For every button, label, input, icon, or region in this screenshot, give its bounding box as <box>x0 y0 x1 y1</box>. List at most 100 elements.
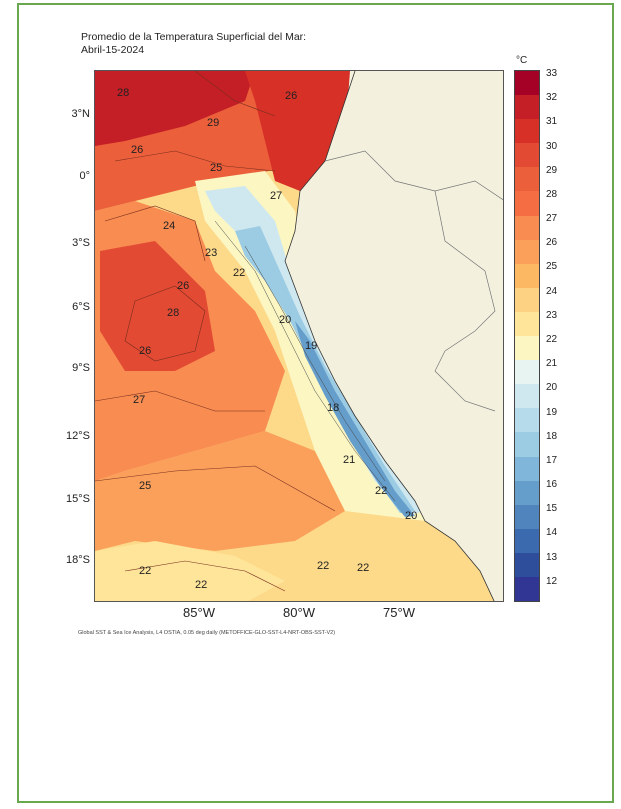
contour-label: 23 <box>205 247 217 259</box>
title-line-1: Promedio de la Temperatura Superficial d… <box>81 31 307 43</box>
colorbar-swatch <box>515 311 539 337</box>
colorbar-swatch <box>515 239 539 264</box>
coastline <box>284 71 495 601</box>
contour-line-28 <box>194 71 276 117</box>
colorbar-swatch <box>515 119 539 144</box>
colorbar-tick-label: 23 <box>546 309 558 321</box>
lat-label: 9°S <box>72 362 90 374</box>
lat-label: 6°S <box>72 301 90 313</box>
contour-line-26 <box>114 150 276 172</box>
colorbar-tick-label: 20 <box>546 382 558 394</box>
colorbar-swatch <box>515 480 539 505</box>
colorbar-tick-label: 15 <box>546 503 558 515</box>
warm-region-south <box>95 431 345 551</box>
contour-line-22 <box>214 220 396 502</box>
contour-label: 22 <box>375 485 387 497</box>
colorbar-swatch <box>515 552 539 577</box>
sst-map: 28 29 26 25 26 27 24 23 22 20 19 26 28 2… <box>94 70 504 602</box>
colorbar-swatch <box>515 384 539 409</box>
lat-label: 0° <box>79 170 90 182</box>
contour-label: 26 <box>131 144 143 156</box>
lat-label: 12°S <box>66 430 90 442</box>
lat-label: 3°S <box>72 237 90 249</box>
colorbar-tick-label: 16 <box>546 479 558 491</box>
colorbar-tick-label: 13 <box>546 551 558 563</box>
colorbar-tick-label: 25 <box>546 261 558 273</box>
colorbar-swatch <box>515 263 539 288</box>
contour-label: 21 <box>343 454 355 466</box>
lon-label: 75°W <box>383 605 415 620</box>
contour-label: 25 <box>139 480 151 492</box>
colorbar-tick-label: 18 <box>546 430 558 442</box>
colorbar-tick-label: 28 <box>546 188 558 200</box>
colorbar-swatch <box>515 408 539 433</box>
colorbar-tick-label: 22 <box>546 334 558 345</box>
colorbar-swatch <box>515 215 539 240</box>
colorbar-swatch <box>515 360 539 385</box>
contour-label: 22 <box>317 560 329 572</box>
colorbar-tick-label: 26 <box>546 237 558 249</box>
hot-region-central <box>100 241 215 371</box>
colorbar <box>514 70 540 602</box>
contour-line-25-south <box>95 465 336 512</box>
contour-label: 25 <box>210 162 222 174</box>
contour-label: 22 <box>195 579 207 591</box>
colorbar-swatch <box>515 504 539 529</box>
colorbar-unit: °C <box>516 55 528 66</box>
data-credit: Global SST & Sea Ice Analysis, L4 OSTIA,… <box>78 630 336 636</box>
colorbar-swatch <box>515 336 539 361</box>
contour-label: 27 <box>133 394 145 406</box>
contour-label: 22 <box>233 267 245 279</box>
contour-line-27 <box>95 390 265 412</box>
colorbar-tick-label: 29 <box>546 164 558 176</box>
colorbar-tick-label: 21 <box>546 358 558 370</box>
contour-label: 26 <box>139 345 151 357</box>
contour-label: 20 <box>405 510 417 522</box>
title-line-2: Abril-15-2024 <box>81 44 145 56</box>
colorbar-swatch <box>515 143 539 168</box>
lat-label: 15°S <box>66 493 90 505</box>
contour-label: 19 <box>305 340 317 352</box>
lon-label: 85°W <box>183 605 215 620</box>
map-title: Promedio de la Temperatura Superficial d… <box>81 31 306 57</box>
colorbar-tick-label: 24 <box>546 285 558 297</box>
contour-label: 22 <box>139 565 151 577</box>
colorbar-tick-label: 14 <box>546 527 558 539</box>
colorbar-swatch <box>515 167 539 192</box>
contour-label: 29 <box>207 117 219 129</box>
colorbar-tick-label: 33 <box>546 68 558 79</box>
colorbar-swatch <box>515 191 539 216</box>
colorbar-swatch <box>515 71 539 96</box>
colorbar-tick-label: 31 <box>546 116 558 128</box>
warm-coastal-north <box>245 71 355 191</box>
colorbar-tick-label: 17 <box>546 454 558 466</box>
contour-line-20 <box>244 245 386 482</box>
contour-label: 27 <box>270 190 282 202</box>
colorbar-tick-label: 30 <box>546 140 558 152</box>
contour-label: 26 <box>285 90 297 102</box>
colorbar-tick-label: 27 <box>546 213 558 225</box>
contour-label: 26 <box>177 280 189 292</box>
contour-label: 28 <box>117 87 129 99</box>
colorbar-swatch <box>515 456 539 481</box>
cool-region-south <box>95 541 285 601</box>
lon-label: 80°W <box>283 605 315 620</box>
contour-line-22-south <box>124 560 286 592</box>
contour-label: 22 <box>357 562 369 574</box>
colorbar-tick-label: 12 <box>546 575 558 587</box>
contour-label: 24 <box>163 220 175 232</box>
colorbar-swatch <box>515 95 539 120</box>
hot-region-north <box>95 71 255 146</box>
lat-label: 18°S <box>66 554 90 566</box>
colorbar-tick-label: 32 <box>546 92 558 104</box>
contour-line-25 <box>104 205 206 262</box>
land-south-america <box>285 71 503 601</box>
contour-label: 28 <box>167 307 179 319</box>
contour-line-28-loop <box>124 285 206 362</box>
colorbar-tick-label: 19 <box>546 406 558 418</box>
contour-label: 18 <box>327 402 339 414</box>
upwelling-inner <box>235 226 415 513</box>
sst-map-svg: 28 29 26 25 26 27 24 23 22 20 19 26 28 2… <box>95 71 503 601</box>
contour-label: 20 <box>279 314 291 326</box>
colorbar-swatch <box>515 528 539 553</box>
